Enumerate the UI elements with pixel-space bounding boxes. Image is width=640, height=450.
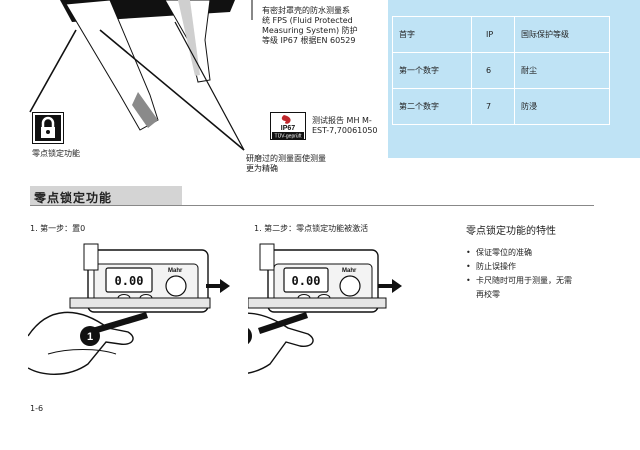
drop-icon: [281, 115, 291, 124]
lock-icon: [31, 111, 65, 145]
press-arrow-icon: [92, 312, 148, 334]
fps-line-4: 等级 IP67 根据EN 60529: [262, 36, 356, 45]
press-arrow-icon: [258, 312, 308, 334]
table-cell: 防浸: [514, 88, 610, 125]
ip67-badge: IP67 TÜV-geprüft: [270, 112, 306, 140]
next-arrow-icon: [378, 279, 402, 293]
table-cell: 国际保护等级: [514, 16, 610, 53]
test-report-line-2: EST-7,70061050: [312, 126, 378, 135]
features-title: 零点锁定功能的特性: [466, 226, 556, 237]
step1-number: 1: [87, 331, 93, 343]
section-header: 零点锁定功能: [30, 186, 594, 206]
table-cell: 耐尘: [514, 52, 610, 89]
list-item: 保证零位的准确: [466, 246, 572, 260]
test-report: 测试报告 MH M- EST-7,70061050: [312, 116, 392, 136]
table-cell: 6: [471, 52, 515, 89]
measuring-face-line-1: 研磨过的测量面使测量: [246, 154, 326, 163]
caliper-jaw-illustration: [29, 0, 253, 151]
table-row: 第二个数字 7 防浸: [392, 88, 610, 125]
badge-code: IP67: [281, 125, 296, 132]
section-divider: [30, 205, 594, 206]
step1-caliper-illustration: 0.00 Mahr IP67 1: [28, 243, 211, 375]
step1-label: 1. 第一步：置0: [30, 224, 86, 233]
fps-line-1: 有密封罩壳的防水测量系: [262, 6, 350, 15]
brand-label: Mahr: [342, 268, 357, 274]
caliper-body: 0.00 Mahr IP67: [248, 243, 387, 313]
page-number: 1-6: [30, 404, 44, 413]
table-cell: IP: [471, 16, 515, 53]
display-value: 0.00: [115, 274, 144, 288]
table-cell: 第一个数字: [392, 52, 472, 89]
table-row: 第一个数字 6 耐尘: [392, 52, 610, 89]
fps-line-3: Measuring System) 防护: [262, 26, 358, 35]
lock-label: 零点锁定功能: [32, 149, 80, 158]
brand-label: Mahr: [168, 268, 183, 274]
list-item-continuation: 再校零: [476, 290, 500, 299]
table-cell: 第二个数字: [392, 88, 472, 125]
step2-caliper-illustration: 0.00 Mahr IP67 2: [248, 243, 387, 374]
fps-description: 有密封罩壳的防水测量系 统 FPS (Fluid Protected Measu…: [262, 6, 382, 46]
table-row: 首字 IP 国际保护等级: [392, 16, 610, 53]
section-title: 零点锁定功能: [34, 191, 113, 205]
badge-cert: TÜV-geprüft: [275, 133, 303, 140]
test-report-line-1: 测试报告 MH M-: [312, 116, 372, 125]
next-arrow-icon: [206, 279, 230, 293]
display-value: 0.00: [292, 274, 321, 288]
list-item: 防止误操作: [466, 260, 572, 274]
protection-table: 首字 IP 国际保护等级 第一个数字 6 耐尘 第二个数字 7 防浸: [392, 16, 610, 125]
list-item-text: 卡尺随时可用于测量，无需: [476, 276, 572, 285]
measuring-face-line-2: 更为精确: [246, 164, 278, 173]
section-title-background: [30, 186, 182, 206]
step2-label: 1. 第二步：零点锁定功能被激活: [254, 224, 369, 233]
caliper-body: 0.00 Mahr IP67: [69, 243, 211, 313]
measuring-face-label: 研磨过的测量面使测量 更为精确: [246, 154, 356, 174]
fps-line-2: 统 FPS (Fluid Protected: [262, 16, 353, 25]
table-cell: 7: [471, 88, 515, 125]
table-cell: 首字: [392, 16, 472, 53]
